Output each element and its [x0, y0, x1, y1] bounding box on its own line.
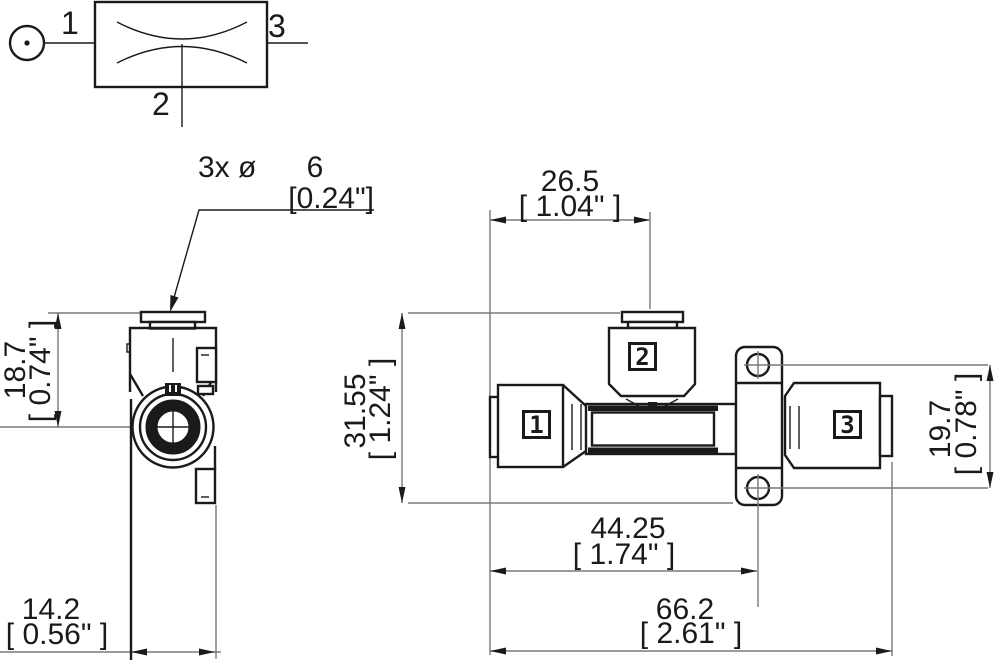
callout-inches: [0.24"] [288, 182, 374, 215]
body-notch [126, 343, 130, 353]
sleeve-band-top [588, 405, 718, 411]
port3-block [783, 381, 882, 470]
dim-26-5-mm: 26.5 [540, 165, 600, 198]
schematic-port2-label: 2 [152, 86, 170, 122]
port-1-marker: 1 [522, 410, 551, 439]
dim-14-2-mm: 14.2 [21, 593, 81, 626]
callout-value: 6 [306, 151, 324, 184]
hole-centerlines [744, 351, 988, 607]
side-view-part [488, 310, 894, 507]
dim-44-25-in: [ 1.74" ] [572, 538, 676, 571]
schematic-port1-label: 1 [61, 5, 79, 41]
dim-14-2-in: [ 0.56" ] [5, 618, 109, 651]
port2-funnel-right [664, 398, 679, 407]
side-tab-mid [196, 384, 215, 396]
dim-66-2-in: [ 2.61" ] [639, 617, 743, 650]
dim-26-5-in: [ 1.04" ] [518, 190, 622, 223]
side-tab-lower [194, 467, 217, 505]
sleeve-band-bottom [588, 447, 718, 453]
mounting-flange [734, 345, 784, 507]
port1-taper-bottom [562, 450, 587, 468]
venturi-upper-curve [116, 21, 248, 40]
dimension-arrowheads [54, 216, 994, 656]
hole-callout-leader [170, 209, 374, 312]
dim-44-25-mm: 44.25 [590, 512, 666, 545]
boss-key [165, 383, 181, 396]
dim-31-55-in: [ 1.24" ] [364, 357, 397, 461]
source-dot-icon [24, 40, 30, 46]
chamfer-left [128, 373, 145, 397]
schematic-port3-label: 3 [268, 8, 286, 44]
restrictor-box [93, 0, 269, 89]
sleeve-inner [590, 411, 716, 447]
callout-prefix: 3x ø [198, 151, 257, 184]
port3-cap [878, 394, 894, 458]
port1-taper-top [562, 384, 587, 407]
port-2-marker: 2 [628, 342, 657, 371]
dim-66-2-mm: 66.2 [655, 593, 715, 626]
dim-19-7-in: [ 0.78" ] [950, 372, 983, 476]
end-view-dimension-lines [0, 312, 221, 659]
end-view-part [126, 310, 218, 660]
port-3-marker: 3 [833, 410, 862, 439]
port2-cap [620, 310, 685, 324]
port2-funnel-left [625, 398, 640, 407]
dim-18-7-in: [ 0.74" ] [24, 319, 57, 423]
pneumatic-symbol [8, 0, 308, 127]
fitting-cap-top [139, 310, 207, 324]
side-tab-upper [195, 346, 218, 384]
